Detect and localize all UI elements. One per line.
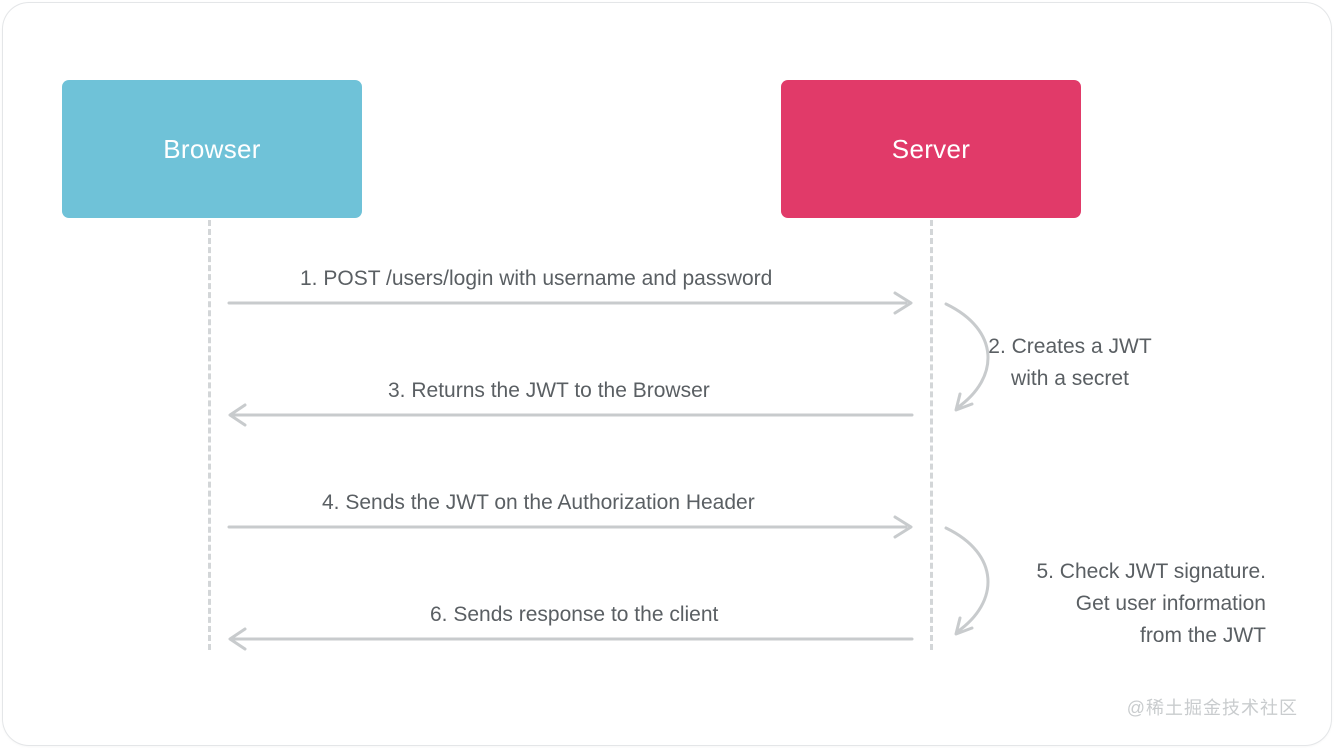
message-label-1: 1. POST /users/login with username and p… <box>300 267 773 290</box>
actor-box-server[interactable]: Server <box>781 80 1081 218</box>
message-label-4: 4. Sends the JWT on the Authorization He… <box>322 491 755 514</box>
message-label-3: 3. Returns the JWT to the Browser <box>388 379 710 402</box>
message-label-5: 5. Check JWT signature. Get user informa… <box>1000 556 1266 652</box>
message-label-2-line-2: with a secret <box>1011 367 1129 390</box>
message-label-5-line-2: Get user information <box>1075 592 1266 615</box>
message-label-2-line-1: 2. Creates a JWT <box>988 335 1152 358</box>
lifeline-browser <box>208 220 211 650</box>
actor-label-server: Server <box>891 133 971 164</box>
watermark: @稀土掘金技术社区 <box>1126 698 1298 718</box>
message-label-6: 6. Sends response to the client <box>430 603 719 626</box>
actor-label-browser: Browser <box>163 133 261 164</box>
message-label-2: 2. Creates a JWT with a secret <box>940 331 1200 395</box>
lifeline-server <box>930 220 933 650</box>
message-label-5-line-3: from the JWT <box>1139 624 1266 647</box>
actor-box-browser[interactable]: Browser <box>62 80 362 218</box>
message-label-5-line-1: 5. Check JWT signature. <box>1036 560 1266 583</box>
